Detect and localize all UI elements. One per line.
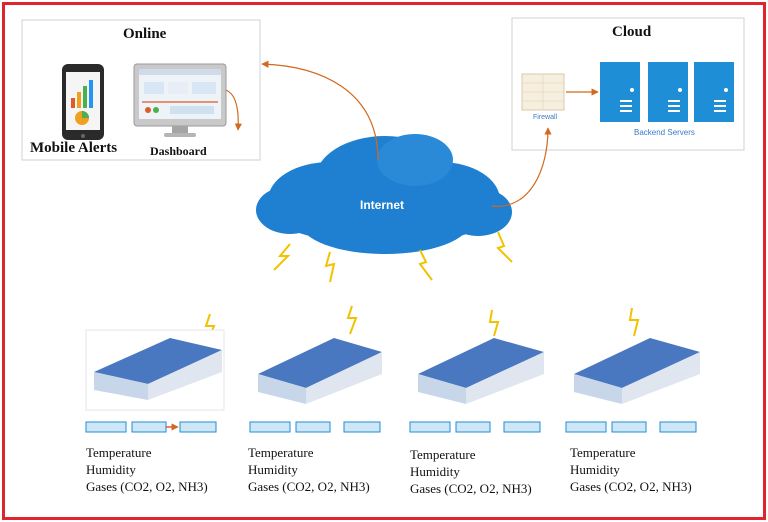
backend-servers-icon: [600, 62, 734, 122]
site-4-temperature: Temperature: [570, 445, 636, 460]
farm-site-4: [565, 338, 700, 433]
farm-site-3: [409, 338, 544, 433]
internet-label: Internet: [360, 198, 405, 212]
online-title: Online: [123, 26, 167, 42]
site-2-gases: Gases (CO2, O2, NH3): [248, 479, 370, 494]
farm-site-1: [85, 329, 225, 433]
wireless-bolt-icons: [204, 231, 640, 341]
site-1-temperature: Temperature: [86, 445, 152, 460]
site-3-humidity: Humidity: [410, 464, 460, 479]
site-2-temperature: Temperature: [248, 445, 314, 460]
cloud-title: Cloud: [612, 24, 652, 40]
site-2-humidity: Humidity: [248, 462, 298, 477]
internet-cloud-icon: [256, 134, 512, 254]
internet-to-online-arrow: [261, 60, 379, 161]
dashboard-label: Dashboard: [150, 144, 207, 158]
site-3-temperature: Temperature: [410, 447, 476, 462]
backend-servers-label: Backend Servers: [634, 128, 695, 137]
site-1-sensor-list: Temperature Humidity Gases (CO2, O2, NH3…: [86, 444, 208, 495]
site-3-gases: Gases (CO2, O2, NH3): [410, 481, 532, 496]
site-2-sensor-list: Temperature Humidity Gases (CO2, O2, NH3…: [248, 444, 370, 495]
site-4-sensor-list: Temperature Humidity Gases (CO2, O2, NH3…: [570, 444, 692, 495]
mobile-alerts-label: Mobile Alerts: [30, 140, 118, 156]
dashboard-monitor-icon: [133, 63, 227, 137]
site-4-gases: Gases (CO2, O2, NH3): [570, 479, 692, 494]
farm-site-2: [249, 338, 382, 433]
dashboard-arrow: [225, 89, 242, 131]
site-3-sensor-list: Temperature Humidity Gases (CO2, O2, NH3…: [410, 446, 532, 497]
internet-to-cloud-arrow: [491, 127, 552, 207]
site-1-humidity: Humidity: [86, 462, 136, 477]
mobile-phone-icon: [62, 64, 104, 140]
site-1-gases: Gases (CO2, O2, NH3): [86, 479, 208, 494]
site-4-humidity: Humidity: [570, 462, 620, 477]
firewall-icon: [521, 73, 565, 111]
firewall-label: Firewall: [533, 114, 558, 121]
